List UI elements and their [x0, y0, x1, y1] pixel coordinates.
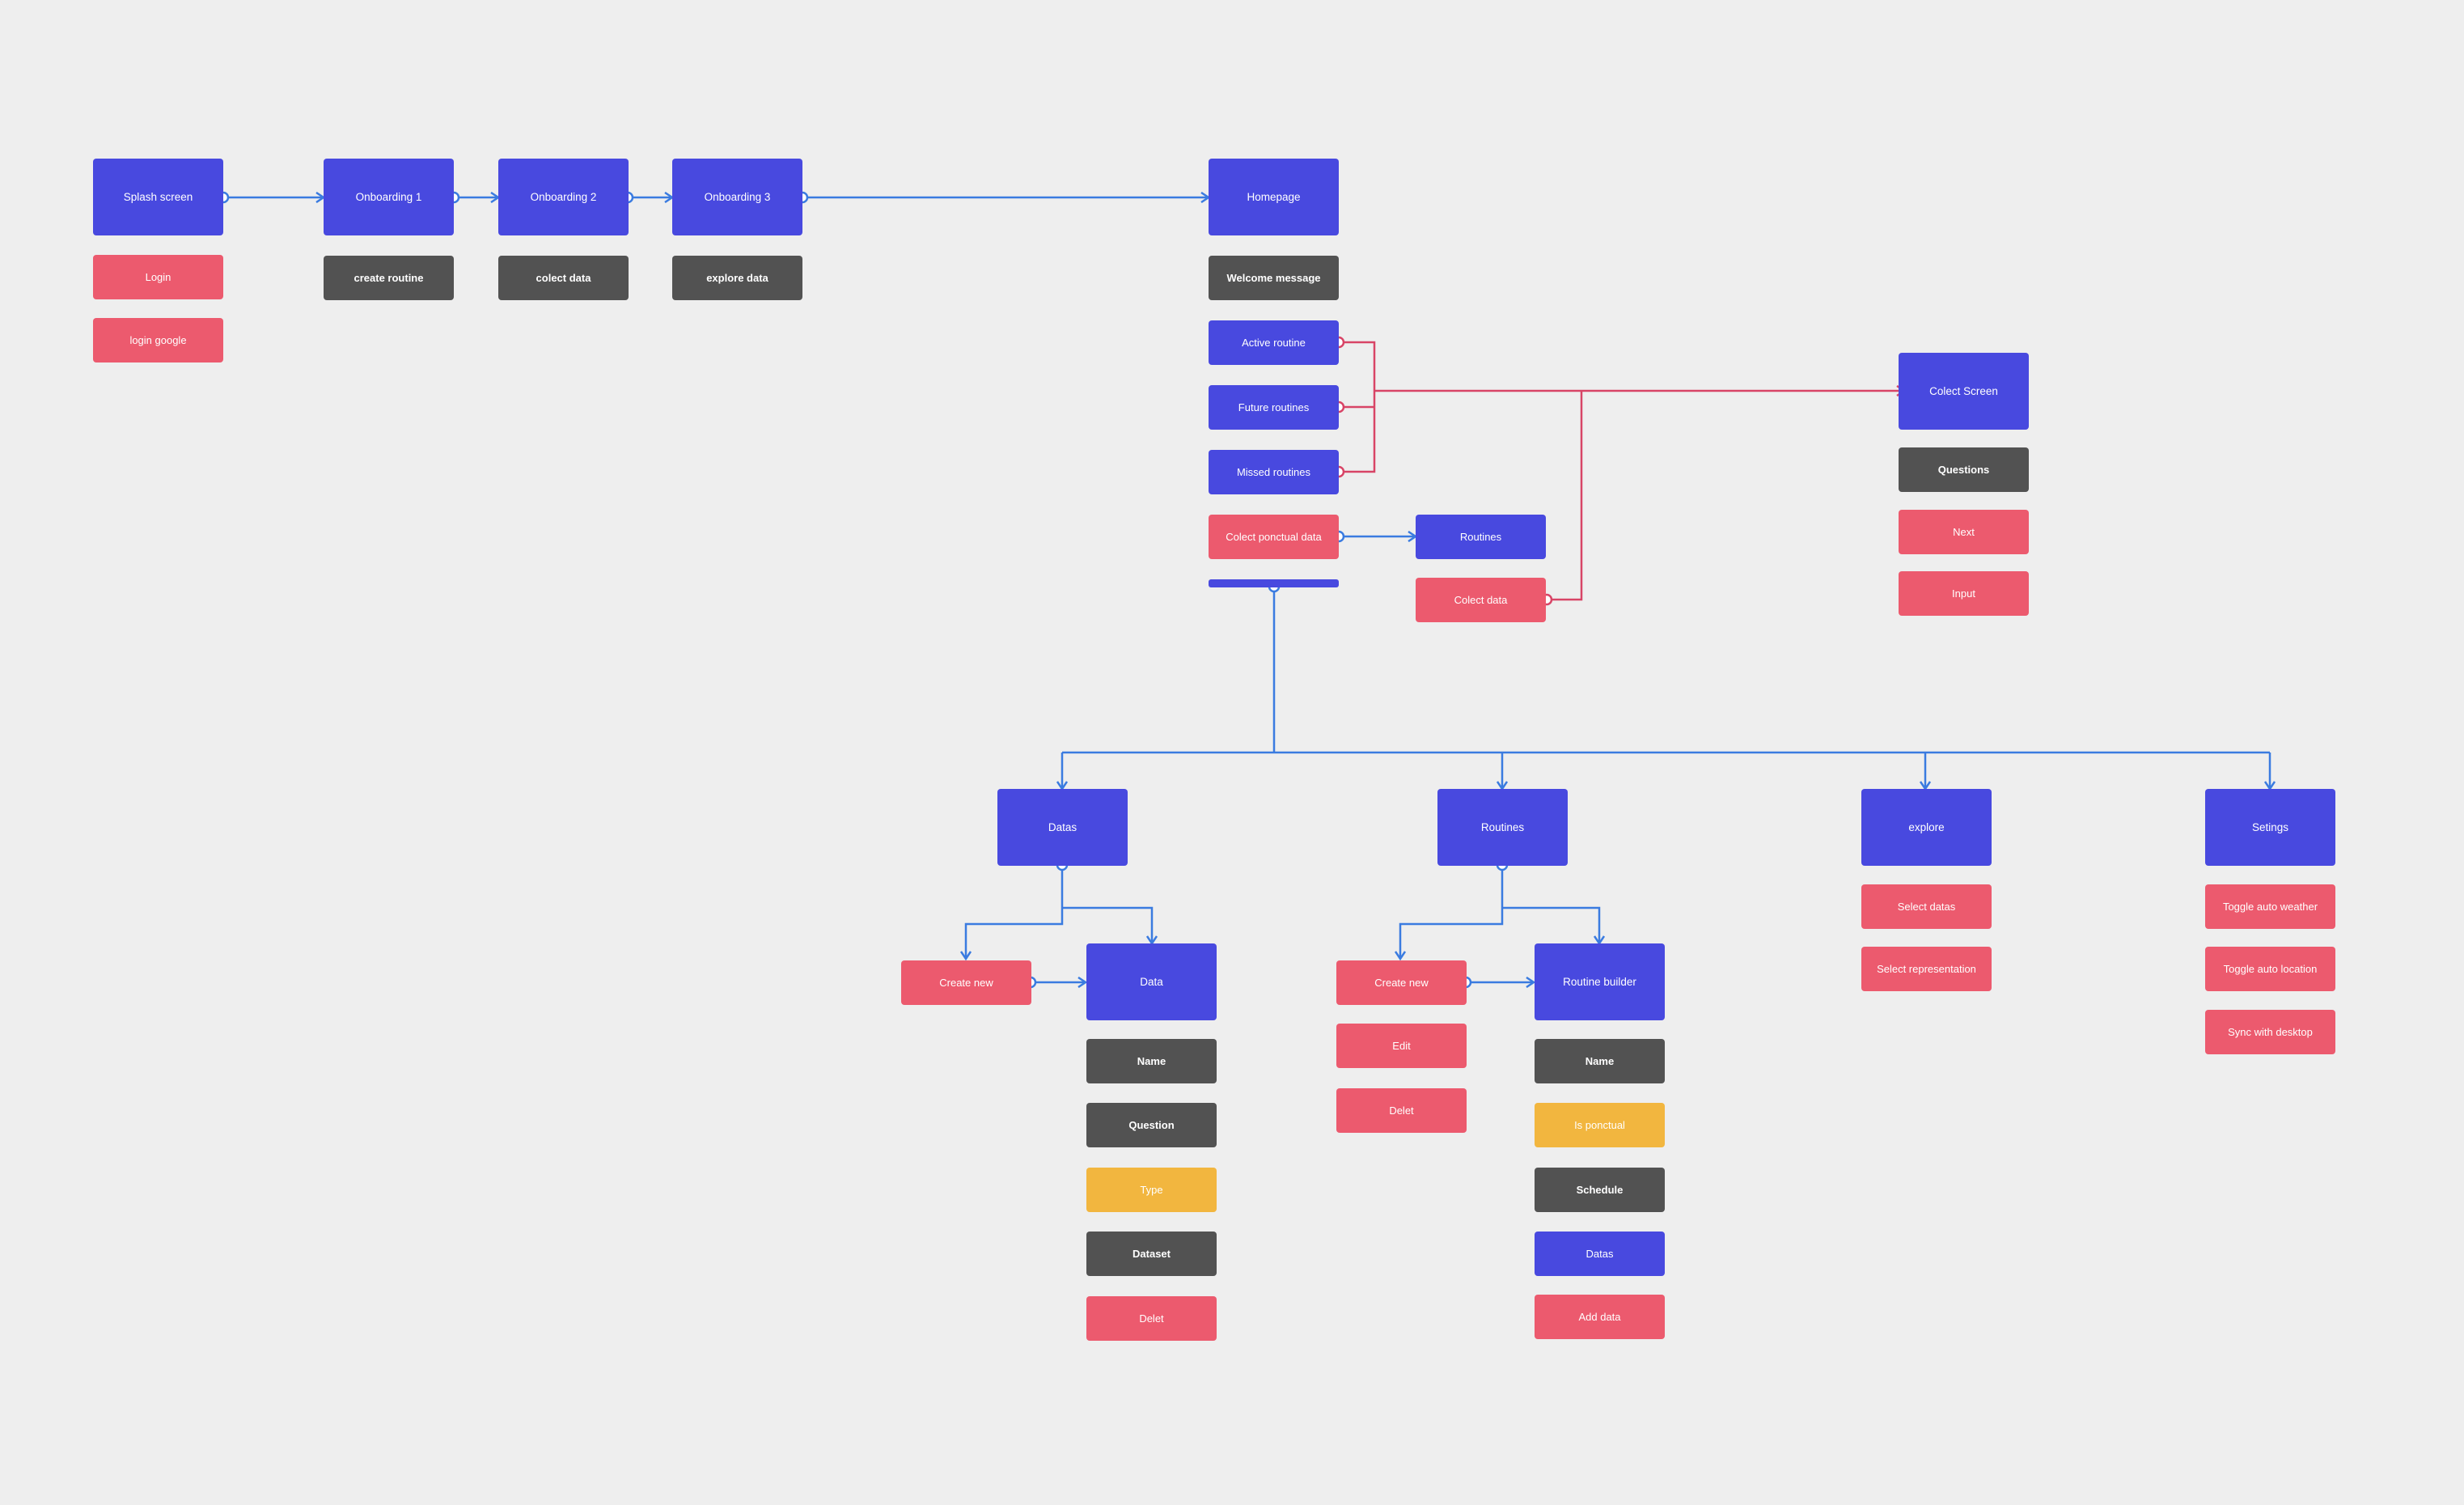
missed-routines-node[interactable]: Missed routines [1209, 450, 1339, 494]
welcome-message-node[interactable]: Welcome message [1209, 256, 1339, 300]
routines-edit-node[interactable]: Edit [1336, 1024, 1467, 1068]
colect-data-info-node[interactable]: colect data [498, 256, 629, 300]
builder-datas-node[interactable]: Datas [1535, 1232, 1665, 1276]
homepage-nav-bar[interactable] [1209, 579, 1339, 587]
onboarding-1-node[interactable]: Onboarding 1 [324, 159, 454, 235]
explore-screen-node[interactable]: explore [1861, 789, 1992, 866]
datas-screen-node[interactable]: Datas [997, 789, 1128, 866]
settings-screen-node[interactable]: Setings [2205, 789, 2335, 866]
homepage-node[interactable]: Homepage [1209, 159, 1339, 235]
connector-colect-data [1547, 391, 1583, 601]
toggle-auto-location-node[interactable]: Toggle auto location [2205, 947, 2335, 991]
connector-datas-data [1062, 906, 1152, 943]
select-representation-node[interactable]: Select representation [1861, 947, 1992, 991]
routine-builder-node[interactable]: Routine builder [1535, 943, 1665, 1020]
connector-routines-create [1400, 865, 1504, 959]
onboarding-3-node[interactable]: Onboarding 3 [672, 159, 802, 235]
next-button-node[interactable]: Next [1899, 510, 2029, 554]
create-routine-node[interactable]: create routine [324, 256, 454, 300]
login-google-button-node[interactable]: login google [93, 318, 223, 362]
colect-ponctual-data-node[interactable]: Colect ponctual data [1209, 515, 1339, 559]
connector-datas-create [966, 865, 1064, 959]
colect-screen-node[interactable]: Colect Screen [1899, 353, 2029, 430]
questions-node[interactable]: Questions [1899, 447, 2029, 492]
active-routine-node[interactable]: Active routine [1209, 320, 1339, 365]
splash-screen-node[interactable]: Splash screen [93, 159, 223, 235]
builder-name-node[interactable]: Name [1535, 1039, 1665, 1083]
data-screen-node[interactable]: Data [1086, 943, 1217, 1020]
input-node[interactable]: Input [1899, 571, 2029, 616]
select-datas-node[interactable]: Select datas [1861, 884, 1992, 929]
routines-popup-node[interactable]: Routines [1416, 515, 1546, 559]
routines-screen-node[interactable]: Routines [1437, 789, 1568, 866]
builder-add-data-node[interactable]: Add data [1535, 1295, 1665, 1339]
data-name-node[interactable]: Name [1086, 1039, 1217, 1083]
data-type-node[interactable]: Type [1086, 1168, 1217, 1212]
routines-create-new-node[interactable]: Create new [1336, 960, 1467, 1005]
onboarding-2-node[interactable]: Onboarding 2 [498, 159, 629, 235]
sync-with-desktop-node[interactable]: Sync with desktop [2205, 1010, 2335, 1054]
data-question-node[interactable]: Question [1086, 1103, 1217, 1147]
data-dataset-node[interactable]: Dataset [1086, 1232, 1217, 1276]
builder-is-ponctual-node[interactable]: Is ponctual [1535, 1103, 1665, 1147]
data-delet-node[interactable]: Delet [1086, 1296, 1217, 1341]
login-button-node[interactable]: Login [93, 255, 223, 299]
datas-create-new-node[interactable]: Create new [901, 960, 1031, 1005]
toggle-auto-weather-node[interactable]: Toggle auto weather [2205, 884, 2335, 929]
future-routines-node[interactable]: Future routines [1209, 385, 1339, 430]
routines-delet-node[interactable]: Delet [1336, 1088, 1467, 1133]
colect-data-button-node[interactable]: Colect data [1416, 578, 1546, 622]
connector-routines-builder [1502, 906, 1599, 943]
builder-schedule-node[interactable]: Schedule [1535, 1168, 1665, 1212]
explore-data-info-node[interactable]: explore data [672, 256, 802, 300]
